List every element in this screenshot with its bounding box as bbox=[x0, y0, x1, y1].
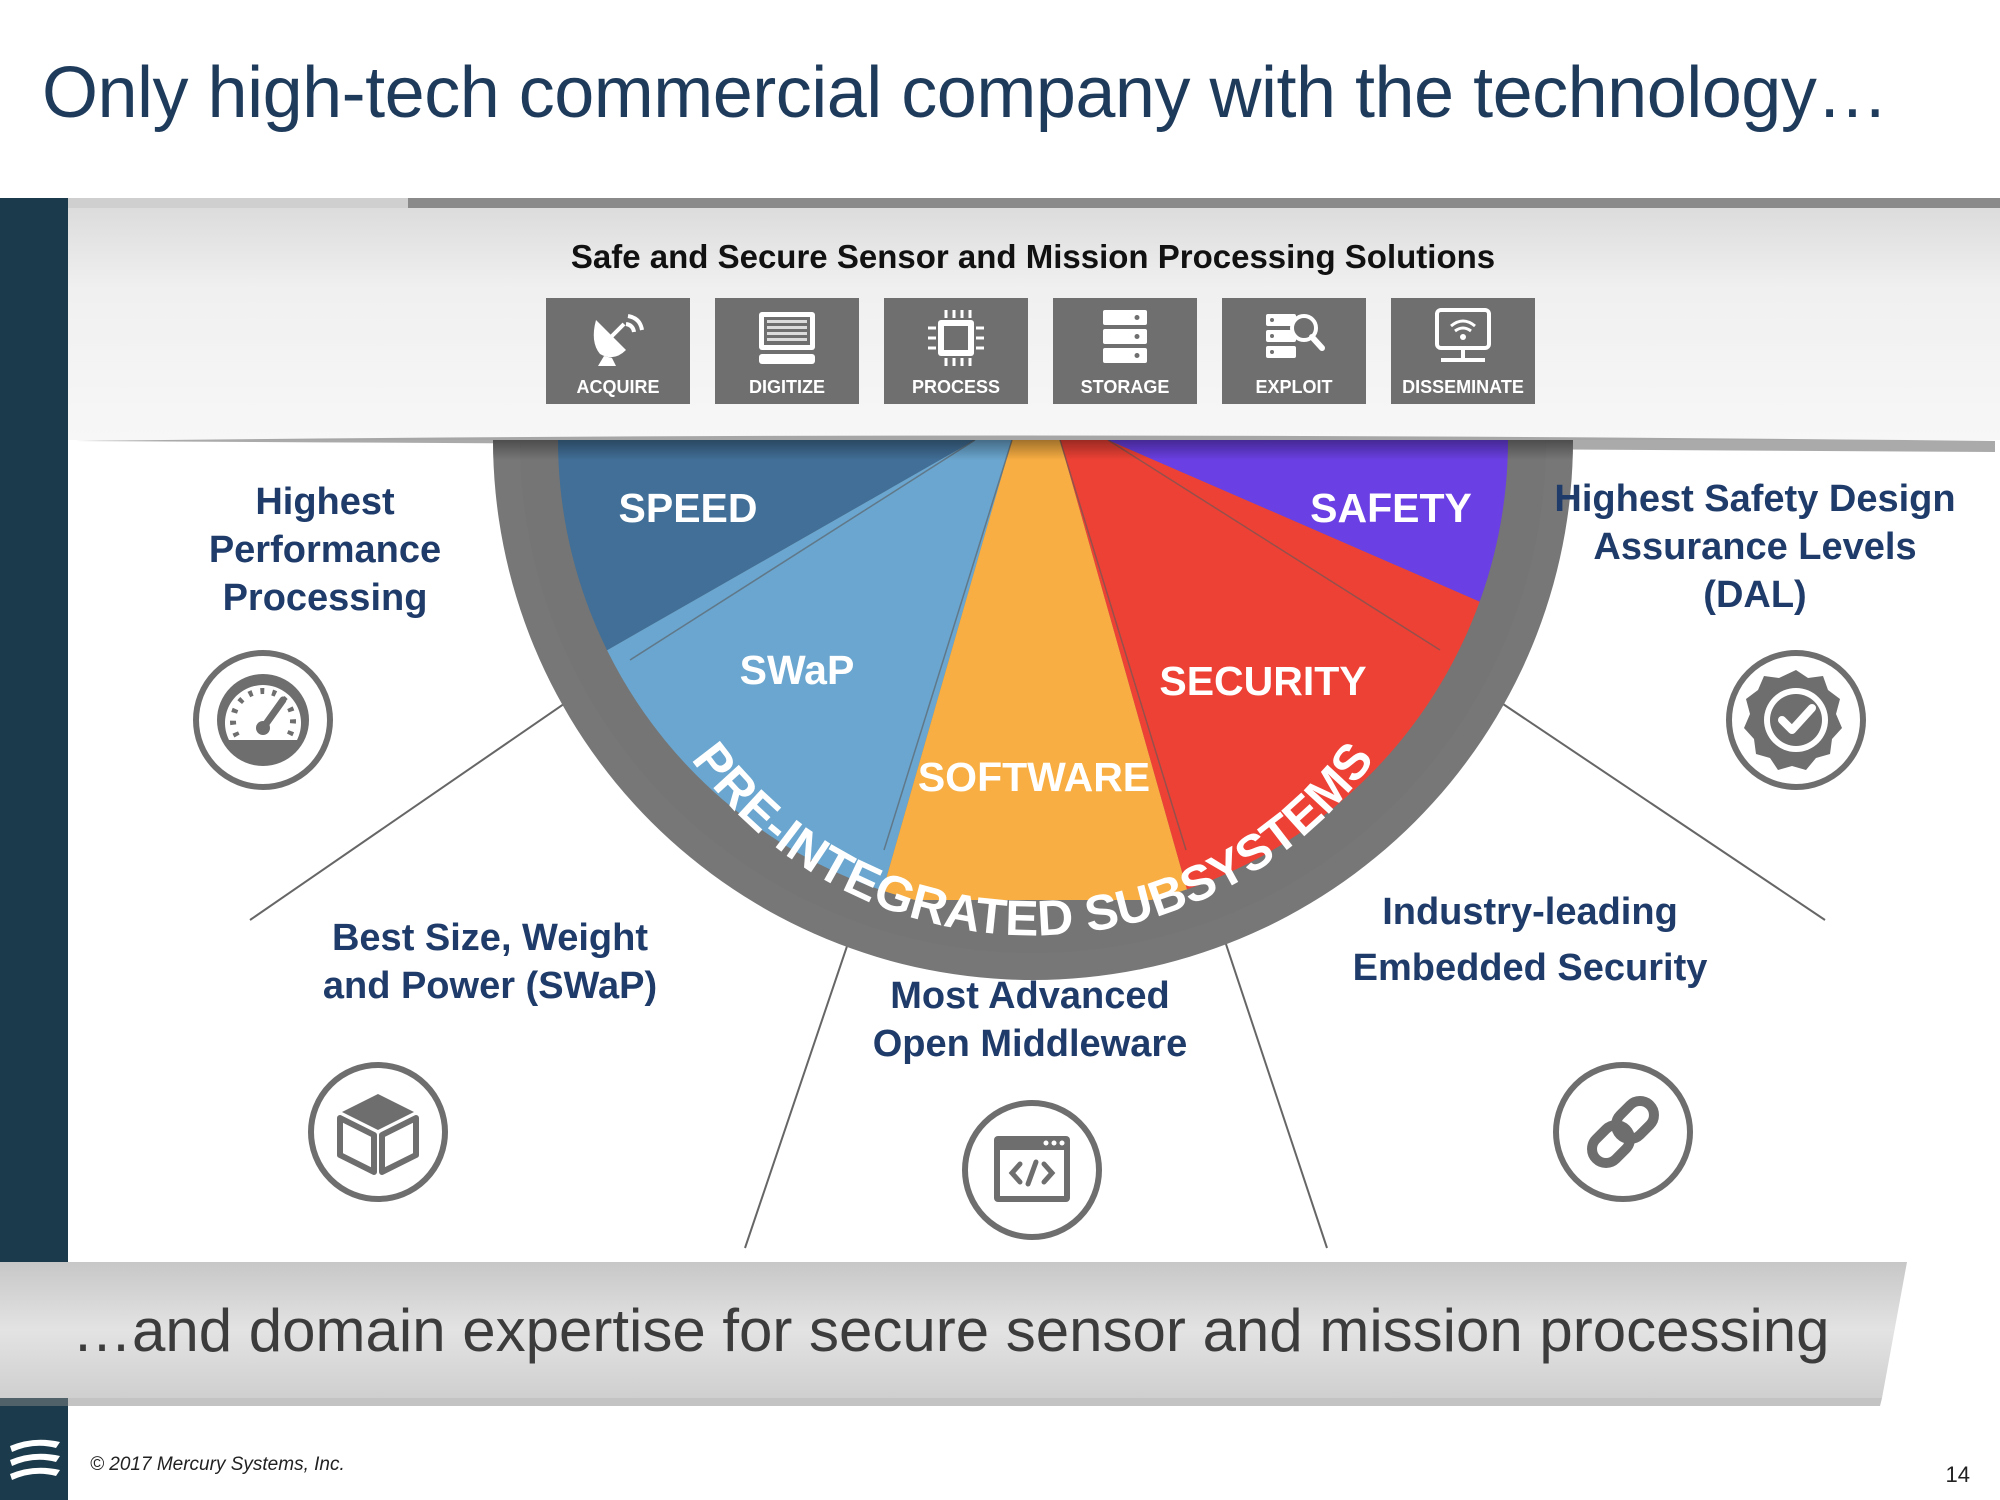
chain-link-icon bbox=[1553, 1062, 1693, 1202]
process-tiles: ACQUIRE DIGITIZE bbox=[546, 298, 1535, 404]
wedge-safety bbox=[1108, 440, 1508, 630]
callout-security: Industry-leading Embedded Security bbox=[1352, 891, 1708, 989]
satellite-dish-icon bbox=[593, 314, 644, 366]
wedge-label-swap: SWaP bbox=[740, 647, 855, 693]
callout-line-middleware-left bbox=[744, 889, 867, 1249]
top-rule-highlight bbox=[68, 198, 408, 208]
tile-acquire-label: ACQUIRE bbox=[576, 377, 660, 397]
callout-middleware: Most Advanced Open Middleware bbox=[872, 975, 1188, 1065]
callout-swap: Best Size, Weight and Power (SWaP) bbox=[322, 917, 658, 1007]
processor-chip-icon bbox=[928, 310, 984, 366]
certified-badge-icon bbox=[1726, 650, 1866, 790]
footer-tagline: …and domain expertise for secure sensor … bbox=[72, 1297, 1830, 1364]
wedge-label-software: SOFTWARE bbox=[918, 754, 1150, 800]
solutions-banner: Safe and Secure Sensor and Mission Proce… bbox=[68, 208, 2000, 440]
footer-band-shadow bbox=[0, 1398, 1882, 1406]
server-stack-icon bbox=[1103, 310, 1147, 363]
tile-digitize-label: DIGITIZE bbox=[749, 377, 825, 397]
wedge-label-safety: SAFETY bbox=[1310, 485, 1472, 531]
tile-digitize[interactable]: DIGITIZE bbox=[715, 298, 859, 404]
tile-storage[interactable]: STORAGE bbox=[1053, 298, 1197, 404]
top-rule bbox=[68, 198, 2000, 208]
copyright: © 2017 Mercury Systems, Inc. bbox=[90, 1454, 345, 1475]
banner-heading: Safe and Secure Sensor and Mission Proce… bbox=[570, 238, 1496, 275]
server-search-icon bbox=[1266, 314, 1325, 358]
tile-process[interactable]: PROCESS bbox=[884, 298, 1028, 404]
wedge-top-shadow bbox=[493, 440, 1573, 460]
callout-safety: Highest Safety Design Assurance Levels (… bbox=[1554, 478, 1956, 616]
footer-band bbox=[0, 1262, 1907, 1398]
code-window-icon bbox=[962, 1100, 1102, 1240]
slide-title: Only high-tech commercial company with t… bbox=[42, 53, 1888, 133]
wedge-speed bbox=[558, 440, 1033, 700]
tile-disseminate[interactable]: DISSEMINATE bbox=[1391, 298, 1535, 404]
company-logo-icon bbox=[10, 1439, 60, 1480]
wedge-label-security: SECURITY bbox=[1159, 658, 1366, 704]
callout-line-middleware-right bbox=[1207, 889, 1328, 1249]
callout-performance: Highest Performance Processing bbox=[208, 481, 442, 619]
wifi-monitor-icon bbox=[1435, 308, 1491, 362]
tile-disseminate-label: DISSEMINATE bbox=[1402, 377, 1524, 397]
gauge-icon bbox=[193, 650, 333, 790]
wedge-label-speed: SPEED bbox=[619, 485, 758, 531]
page-number: 14 bbox=[1945, 1462, 1970, 1487]
tile-exploit[interactable]: EXPLOIT bbox=[1222, 298, 1366, 404]
tile-exploit-label: EXPLOIT bbox=[1255, 377, 1333, 397]
tile-acquire[interactable]: ACQUIRE bbox=[546, 298, 690, 404]
wedge-software bbox=[880, 440, 1190, 900]
tile-storage-label: STORAGE bbox=[1080, 377, 1170, 397]
binary-monitor-icon bbox=[759, 312, 815, 364]
cube-icon bbox=[308, 1062, 448, 1202]
tile-process-label: PROCESS bbox=[911, 377, 1001, 397]
